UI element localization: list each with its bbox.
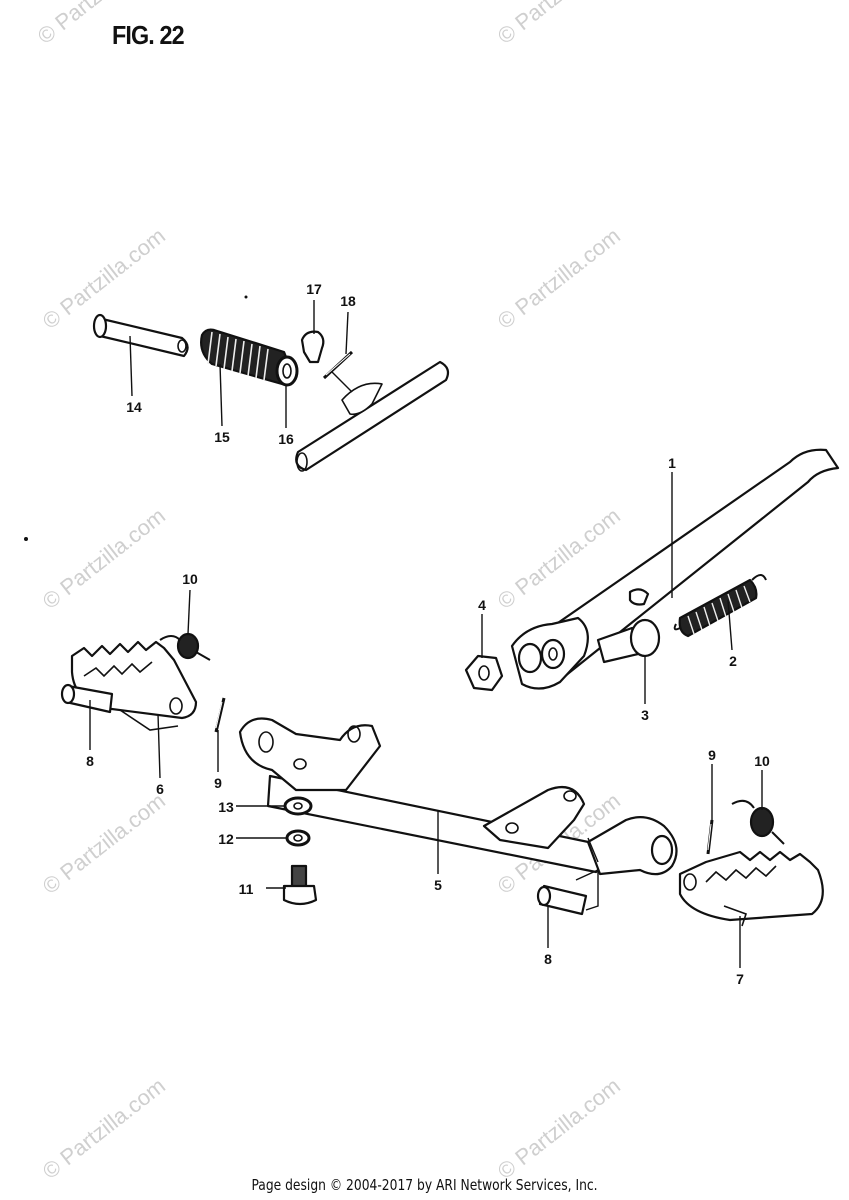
part-8-pin-left [60,683,114,714]
part-11-bolt [282,864,318,906]
callout-9-left: 9 [214,775,222,791]
callout-16: 16 [278,431,294,447]
watermark: © Partzilla.com [38,503,170,614]
callout-9-right: 9 [708,747,716,763]
callout-6: 6 [156,781,164,797]
callout-4: 4 [478,597,486,613]
callout-10-left: 10 [182,571,198,587]
callout-2: 2 [729,653,737,669]
callout-8-right: 8 [544,951,552,967]
part-12-lock-washer [285,829,311,847]
page-footer: Page design © 2004-2017 by ARI Network S… [251,1176,598,1194]
part-10-spring-right [731,799,785,845]
part-4-nut [464,654,504,692]
part-14-pin [92,313,189,358]
part-7-right-footpeg [678,850,824,927]
part-3-bolt [596,618,661,664]
callout-8-left: 8 [86,753,94,769]
part-15-rubber-cover [200,328,289,386]
callout-17: 17 [306,281,322,297]
callout-1: 1 [668,455,676,471]
watermark: © Partzilla.com [38,1073,170,1184]
part-13-washer [283,796,313,816]
callout-14: 14 [126,399,142,415]
part-5-footrest-bar [238,717,678,876]
part-8-pin-right [536,884,588,916]
callout-numbers: 1 2 3 4 5 6 7 8 8 9 9 10 10 11 12 13 14 … [86,281,770,987]
leader-lines [89,300,763,968]
assembly-guides [331,371,599,911]
figure-title: FIG. 22 [112,20,185,50]
frame-tube [295,360,450,472]
callout-11: 11 [239,881,254,897]
part-10-spring-left [159,632,211,661]
callout-3: 3 [641,707,649,723]
watermark: © Partzilla.com [493,0,625,49]
callout-12: 12 [218,831,234,847]
callout-10-right: 10 [754,753,770,769]
part-18-cotter-pin [322,350,354,380]
callout-18: 18 [340,293,356,309]
part-16-washer [275,355,299,387]
callout-7: 7 [736,971,744,987]
callout-15: 15 [214,429,230,445]
part-9-cotter-pin-right [706,819,714,855]
watermark: © Partzilla.com [493,1073,625,1184]
part-1-side-stand [510,448,840,690]
part-9-cotter-pin-left [214,697,226,733]
callout-5: 5 [434,877,442,893]
watermark: © Partzilla.com [38,788,170,899]
watermarks: © Partzilla.com © Partzilla.com © Partzi… [33,0,625,1184]
watermark: © Partzilla.com [493,223,625,334]
callout-13: 13 [218,799,234,815]
part-2-spring [673,574,767,638]
part-17-clevis-pin [300,330,325,364]
